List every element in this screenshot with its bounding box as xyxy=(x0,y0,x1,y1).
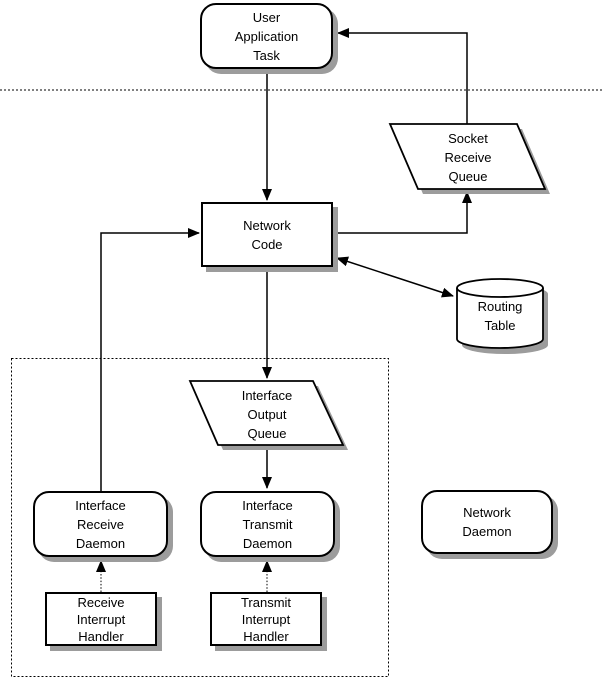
interface-receive-daemon-label: Interface Receive Daemon xyxy=(75,497,126,551)
arrow-socket-receive-queue-to-user-application-task xyxy=(337,28,468,125)
node-network-code: Network Code xyxy=(201,202,333,267)
driver-boundary-dotted-box xyxy=(11,358,389,677)
routing-table-top-ellipse xyxy=(456,287,544,298)
socket-receive-queue-shape xyxy=(388,123,547,190)
arrow-network-code-to-socket-receive-queue xyxy=(333,191,472,234)
node-interface-receive-daemon: Interface Receive Daemon xyxy=(33,491,168,557)
interface-output-queue-label: Interface Output Queue xyxy=(241,387,293,441)
transmit-interrupt-handler-label: Transmit Interrupt Handler xyxy=(240,594,292,644)
interface-output-queue-shape xyxy=(188,380,345,446)
arrow-interface-receive-daemon-to-network-code xyxy=(100,228,200,491)
node-routing-table: Routing Table xyxy=(457,293,543,339)
node-socket-receive-queue: Socket Receive Queue xyxy=(408,126,528,188)
arrow-network-code-routing-table-bidirectional xyxy=(336,256,454,298)
network-code-label: Network Code xyxy=(243,217,291,252)
interface-transmit-daemon-label: Interface Transmit Daemon xyxy=(242,497,293,551)
socket-receive-queue-label: Socket Receive Queue xyxy=(444,130,492,184)
routing-table-label: Routing Table xyxy=(477,299,523,333)
node-user-application-task: User Application Task xyxy=(200,3,333,69)
node-receive-interrupt-handler: Receive Interrupt Handler xyxy=(45,592,157,646)
user-application-task-label: User Application Task xyxy=(234,9,299,63)
node-transmit-interrupt-handler: Transmit Interrupt Handler xyxy=(210,592,322,646)
network-daemon-label: Network Daemon xyxy=(462,505,512,539)
node-interface-output-queue: Interface Output Queue xyxy=(207,383,327,445)
node-network-daemon: Network Daemon xyxy=(421,490,553,554)
receive-interrupt-handler-label: Receive Interrupt Handler xyxy=(76,594,126,644)
node-interface-transmit-daemon: Interface Transmit Daemon xyxy=(200,491,335,557)
